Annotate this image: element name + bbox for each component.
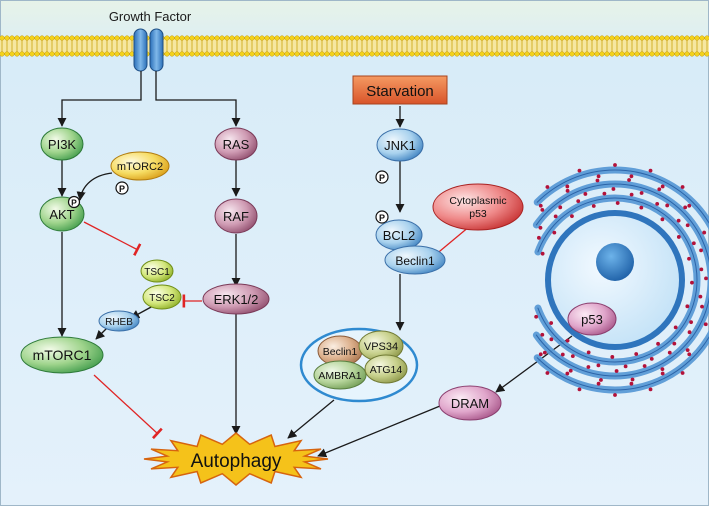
node-mtorc1: mTORC1 <box>20 336 104 374</box>
node-tsc1: TSC1 <box>140 259 174 283</box>
node-dram: DRAM <box>438 385 502 421</box>
p53-label: p53 <box>581 312 603 327</box>
complex-beclin1-label: Beclin1 <box>323 346 358 358</box>
node-p53: p53 <box>567 302 617 336</box>
node-mtorc2: mTORC2 <box>110 151 170 181</box>
starvation-box: Starvation <box>352 75 448 105</box>
phospho-label: P <box>71 198 77 208</box>
node-jnk1: JNK1 <box>376 128 424 162</box>
cytoplasmic-p53-label-line2: p53 <box>469 208 487 220</box>
phospho-jnk1: P <box>375 170 389 184</box>
raf-label: RAF <box>223 209 249 224</box>
rheb-label: RHEB <box>105 317 133 328</box>
starvation-label: Starvation <box>366 83 434 100</box>
node-raf: RAF <box>214 198 258 234</box>
bcl2-label: BCL2 <box>383 228 416 243</box>
arrow-receptor-to-ras <box>155 71 241 127</box>
atg14-label: ATG14 <box>370 364 403 376</box>
inhibition-mtorc1-autophagy <box>93 374 163 440</box>
akt-label: AKT <box>49 207 74 222</box>
pi3k-label: PI3K <box>48 137 77 152</box>
node-erk: ERK1/2 <box>202 283 270 315</box>
phospho-label: P <box>379 213 385 223</box>
endoplasmic-reticulum <box>532 163 709 397</box>
jnk1-label: JNK1 <box>384 138 416 153</box>
arrow-dram-to-autophagy <box>317 405 441 458</box>
growth-factor-label: Growth Factor <box>109 9 192 24</box>
arrow-receptor-to-pi3k <box>57 71 142 127</box>
cytoplasmic-p53-label-line1: Cytoplasmic <box>449 195 506 207</box>
phospho-label: P <box>119 184 125 194</box>
node-rheb: RHEB <box>98 310 140 332</box>
phospho-akt: P <box>115 181 129 195</box>
autophagy-label: Autophagy <box>191 451 282 472</box>
dram-label: DRAM <box>451 396 489 411</box>
beclin1-complex: Beclin1 VPS34 AMBRA1 ATG14 <box>299 327 419 403</box>
arrow-mtorc2-to-akt <box>76 172 113 201</box>
node-ras: RAS <box>214 127 258 161</box>
inhibition-cytop53-beclin1 <box>429 225 471 262</box>
phospho-bcl2: P <box>375 210 389 224</box>
phospho-akt-2: P <box>67 195 81 209</box>
erk-label: ERK1/2 <box>214 292 259 307</box>
cell-membrane <box>0 35 709 57</box>
node-pi3k: PI3K <box>40 127 84 161</box>
arrow-p53-to-dram <box>495 335 573 393</box>
nucleolus <box>596 243 634 281</box>
inhibition-lines <box>83 221 471 440</box>
node-cytoplasmic-p53: Cytoplasmic p53 <box>432 183 524 231</box>
autophagy-burst: Autophagy <box>143 432 329 486</box>
phospho-label: P <box>379 173 385 183</box>
mtorc2-label: mTORC2 <box>117 161 163 173</box>
ras-label: RAS <box>223 137 250 152</box>
nucleus <box>545 210 685 350</box>
node-tsc2: TSC2 <box>142 284 182 310</box>
beclin1-label: Beclin1 <box>395 254 435 268</box>
arrow-complex-to-autophagy <box>287 399 335 439</box>
tsc1-label: TSC1 <box>144 267 170 278</box>
inhibition-akt-tsc1 <box>83 221 142 256</box>
node-beclin1: Beclin1 <box>384 245 446 275</box>
node-bcl2: BCL2 <box>375 219 423 251</box>
ambra1-label: AMBRA1 <box>318 370 361 382</box>
vps34-label: VPS34 <box>364 341 398 353</box>
tsc2-label: TSC2 <box>149 293 175 304</box>
mtorc1-label: mTORC1 <box>33 347 92 363</box>
